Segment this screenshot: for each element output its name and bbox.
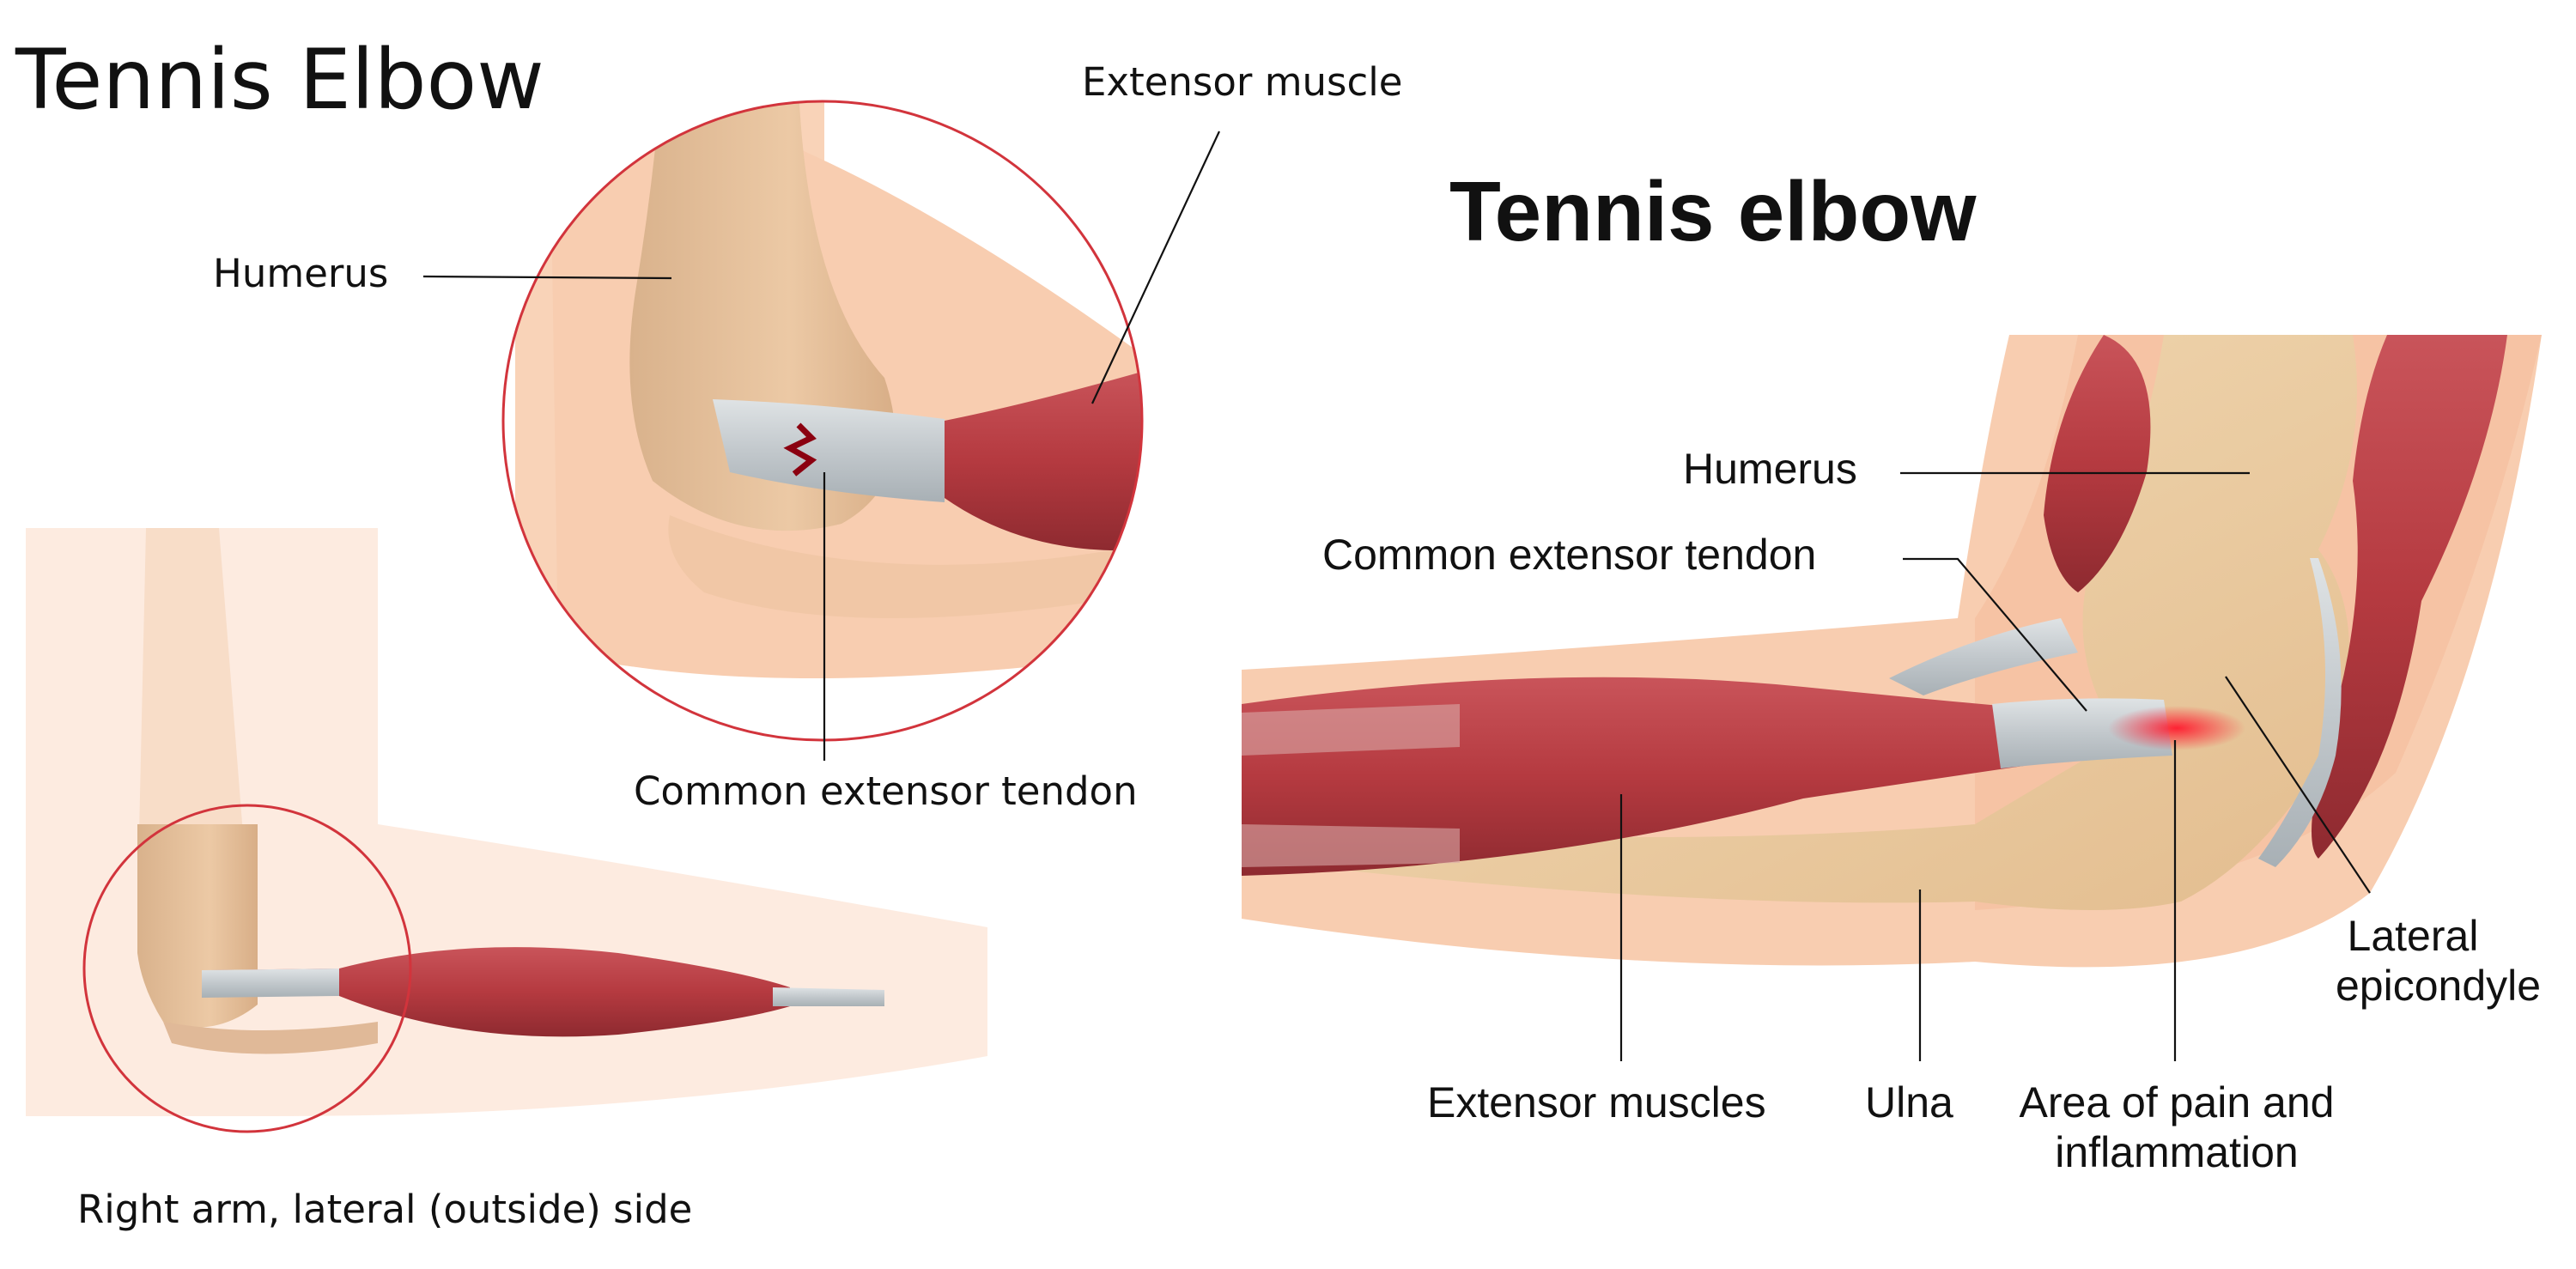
inflammation-spot xyxy=(2108,706,2245,750)
right-label-humerus: Humerus xyxy=(1683,445,1857,493)
left-figure-caption: Right arm, lateral (outside) side xyxy=(77,1187,693,1232)
magnifier-circle xyxy=(501,100,1144,742)
area-of-pain-line1: Area of pain and xyxy=(2019,1078,2335,1126)
small-magnifier-circle xyxy=(82,804,412,1133)
right-label-extensor-muscles: Extensor muscles xyxy=(1427,1078,1766,1126)
right-label-ulna: Ulna xyxy=(1865,1078,1953,1126)
right-label-common-extensor-tendon: Common extensor tendon xyxy=(1322,531,1817,579)
leader-lines xyxy=(422,131,2371,1061)
magnified-elbow-illustration xyxy=(501,100,1144,742)
right-elbow-illustration xyxy=(1242,335,2542,968)
lateral-epicondyle-line2: epicondyle xyxy=(2336,961,2542,1010)
left-label-common-extensor-tendon: Common extensor tendon xyxy=(634,768,1138,814)
right-label-area-of-pain: Area of pain and inflammation xyxy=(2001,1078,2353,1177)
left-label-extensor-muscle: Extensor muscle xyxy=(1082,59,1403,105)
lateral-epicondyle-line1: Lateral xyxy=(2347,912,2479,960)
area-of-pain-line2: inflammation xyxy=(2055,1127,2299,1176)
right-label-lateral-epicondyle: Lateral epicondyle xyxy=(2336,912,2542,1011)
left-figure-title: Tennis Elbow xyxy=(15,32,544,128)
left-label-humerus: Humerus xyxy=(213,251,389,296)
right-figure-title: Tennis elbow xyxy=(1449,164,1977,258)
left-arm-illustration xyxy=(26,528,987,1133)
